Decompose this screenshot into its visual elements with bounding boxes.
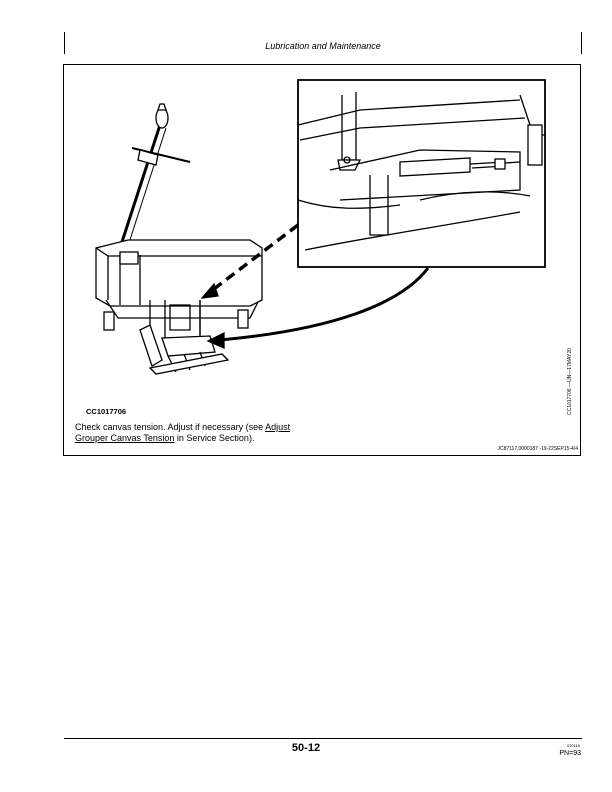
solid-callout-arrow (206, 267, 430, 349)
header-rule-right (581, 32, 582, 54)
footer-tiny-code: 010116 (566, 743, 580, 748)
figure-code: CC1017706 (86, 407, 127, 416)
grouper-machine-drawing (95, 103, 263, 375)
figure-side-code: CC1017706 —UN—17MAY20 (567, 348, 573, 415)
inset-detail-drawing (297, 79, 546, 268)
instruction-text: Check canvas tension. Adjust if necessar… (75, 422, 395, 444)
service-link-part2[interactable]: Grouper Canvas Tension (75, 433, 175, 443)
page-number: 50-12 (291, 742, 321, 754)
instruction-text-after: in Service Section). (174, 433, 255, 443)
reference-code: JC87117,0000187 -19-22SEP15-4/4 (497, 446, 578, 452)
maintenance-illustration (95, 79, 546, 375)
content-box (63, 64, 581, 456)
dashed-callout-arrow (200, 223, 300, 299)
service-link-part1[interactable]: Adjust (265, 422, 291, 432)
footer-pn: PN=93 (559, 750, 581, 757)
instruction-text-before: Check canvas tension. Adjust if necessar… (75, 422, 266, 432)
footer-rule (64, 738, 582, 739)
header-rule-left (64, 32, 65, 54)
page-header-title: Lubrication and Maintenance (265, 41, 381, 51)
